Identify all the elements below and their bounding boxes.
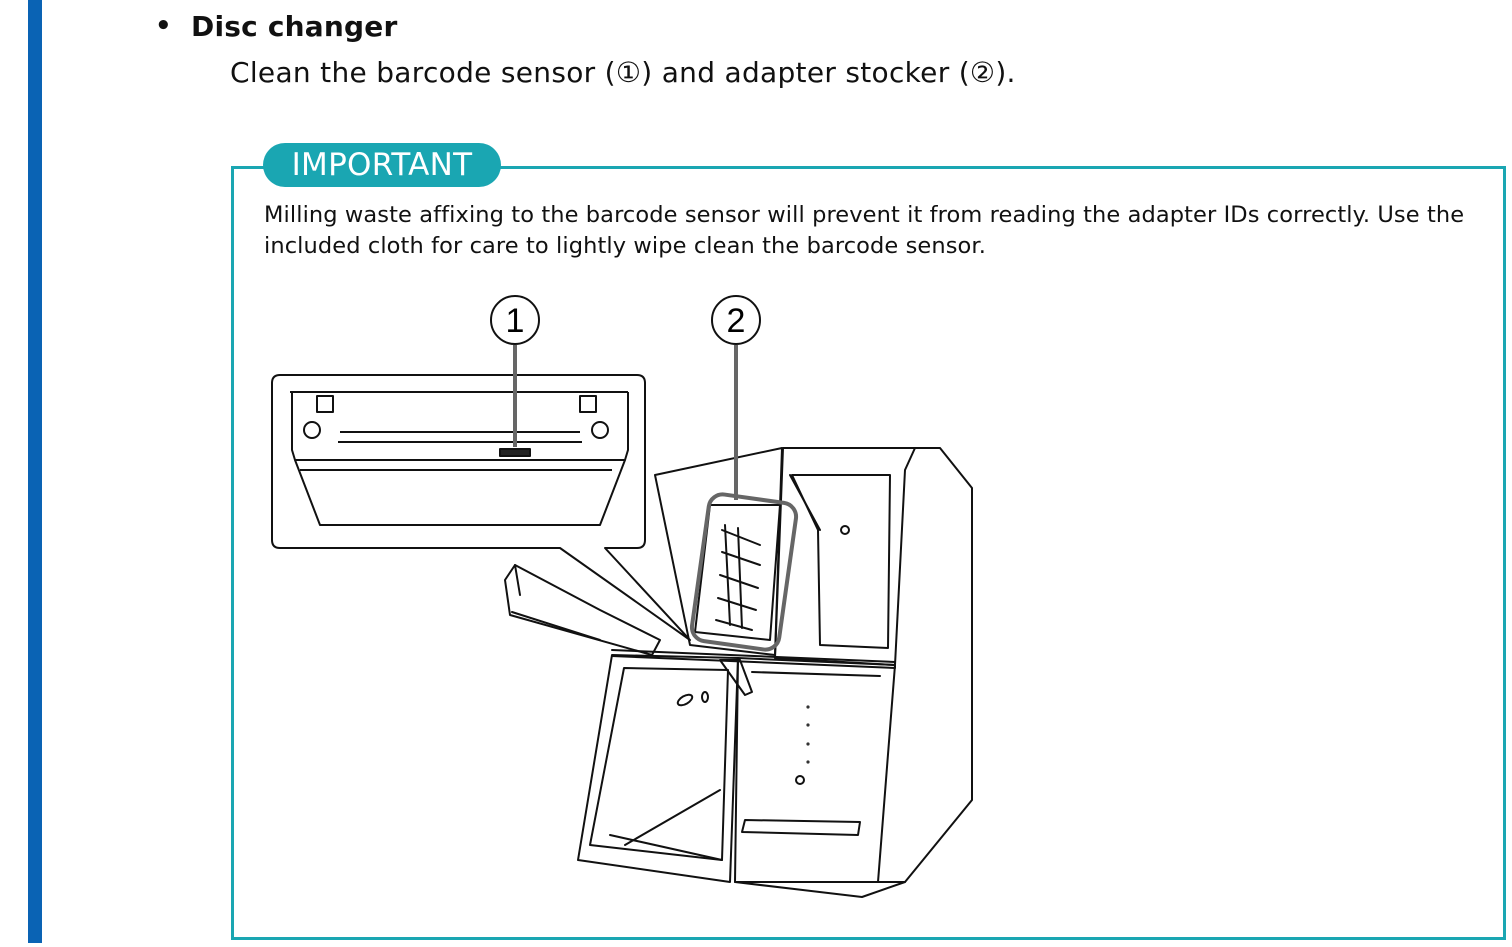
section-heading: • Disc changer [155,6,397,46]
important-tag: IMPORTANT [263,143,501,187]
important-box [231,166,1506,940]
callout-1-label: 1 [506,302,525,340]
left-margin-bar [28,0,42,943]
section-title: Disc changer [191,9,398,43]
disc-changer-illustration: 1 2 [271,295,973,898]
important-text: Milling waste affixing to the barcode se… [264,202,1465,259]
bullet-icon: • [155,11,172,41]
callout-2-label: 2 [727,302,746,340]
instruction-text: Clean the barcode sensor (①) and adapter… [230,56,1016,89]
